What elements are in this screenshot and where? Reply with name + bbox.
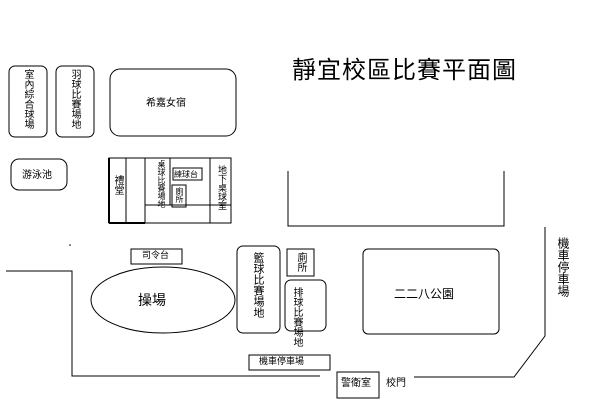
- restroom-1-label: 廁所: [175, 187, 184, 203]
- motorcycle-parking-bottom-label: 機車停車場: [259, 357, 305, 367]
- indoor-court-building: [8, 65, 48, 138]
- dorm-label: 希嘉女宿: [146, 98, 186, 109]
- podium-label: 司令台: [142, 251, 170, 261]
- pool-building: [10, 158, 68, 191]
- restroom-2-box: [286, 248, 315, 277]
- basement-table-tennis-label: 地下桌球室: [216, 165, 226, 210]
- basketball-box: [236, 245, 281, 334]
- practice-table-box: [172, 167, 203, 181]
- table-tennis-venue-label: 桌球比賽場地: [157, 160, 166, 208]
- badminton-label: 羽球比賽場地: [69, 69, 80, 129]
- school-gate-label: 校門: [386, 378, 406, 389]
- practice-table-label: 練球台: [174, 170, 198, 179]
- central-area-outline: [287, 171, 505, 227]
- table-tennis-venue-box: [144, 157, 232, 206]
- park-228-label: 二二八公園: [394, 287, 455, 301]
- podium-box: [130, 248, 183, 265]
- motorcycle-parking-right-label: 機車停車場: [556, 237, 570, 297]
- pool-label: 游泳池: [22, 170, 52, 181]
- dorm-building: [109, 68, 237, 137]
- auditorium-label: 禮堂: [112, 175, 123, 195]
- playground-label: 操場: [138, 293, 166, 309]
- road-left: [6, 270, 320, 377]
- basketball-label: 籃球比賽場地: [252, 252, 265, 318]
- map-title: 靜宜校區比賽平面圖: [292, 56, 517, 84]
- motorcycle-parking-bottom-box: [248, 354, 331, 371]
- badminton-building: [55, 65, 95, 138]
- guard-room-label: 警衛室: [341, 378, 371, 389]
- guard-room-box: [336, 371, 380, 399]
- restroom-1-box: [171, 184, 187, 208]
- road-right: [414, 227, 546, 378]
- volleyball-box: [284, 279, 327, 332]
- indoor-court-label: 室內綜合球場: [22, 69, 33, 129]
- volleyball-label: 排球比賽場地: [291, 287, 302, 347]
- playground-oval: [90, 266, 236, 334]
- park-228-box: [362, 248, 500, 335]
- restroom-2-label: 廁所: [295, 252, 306, 272]
